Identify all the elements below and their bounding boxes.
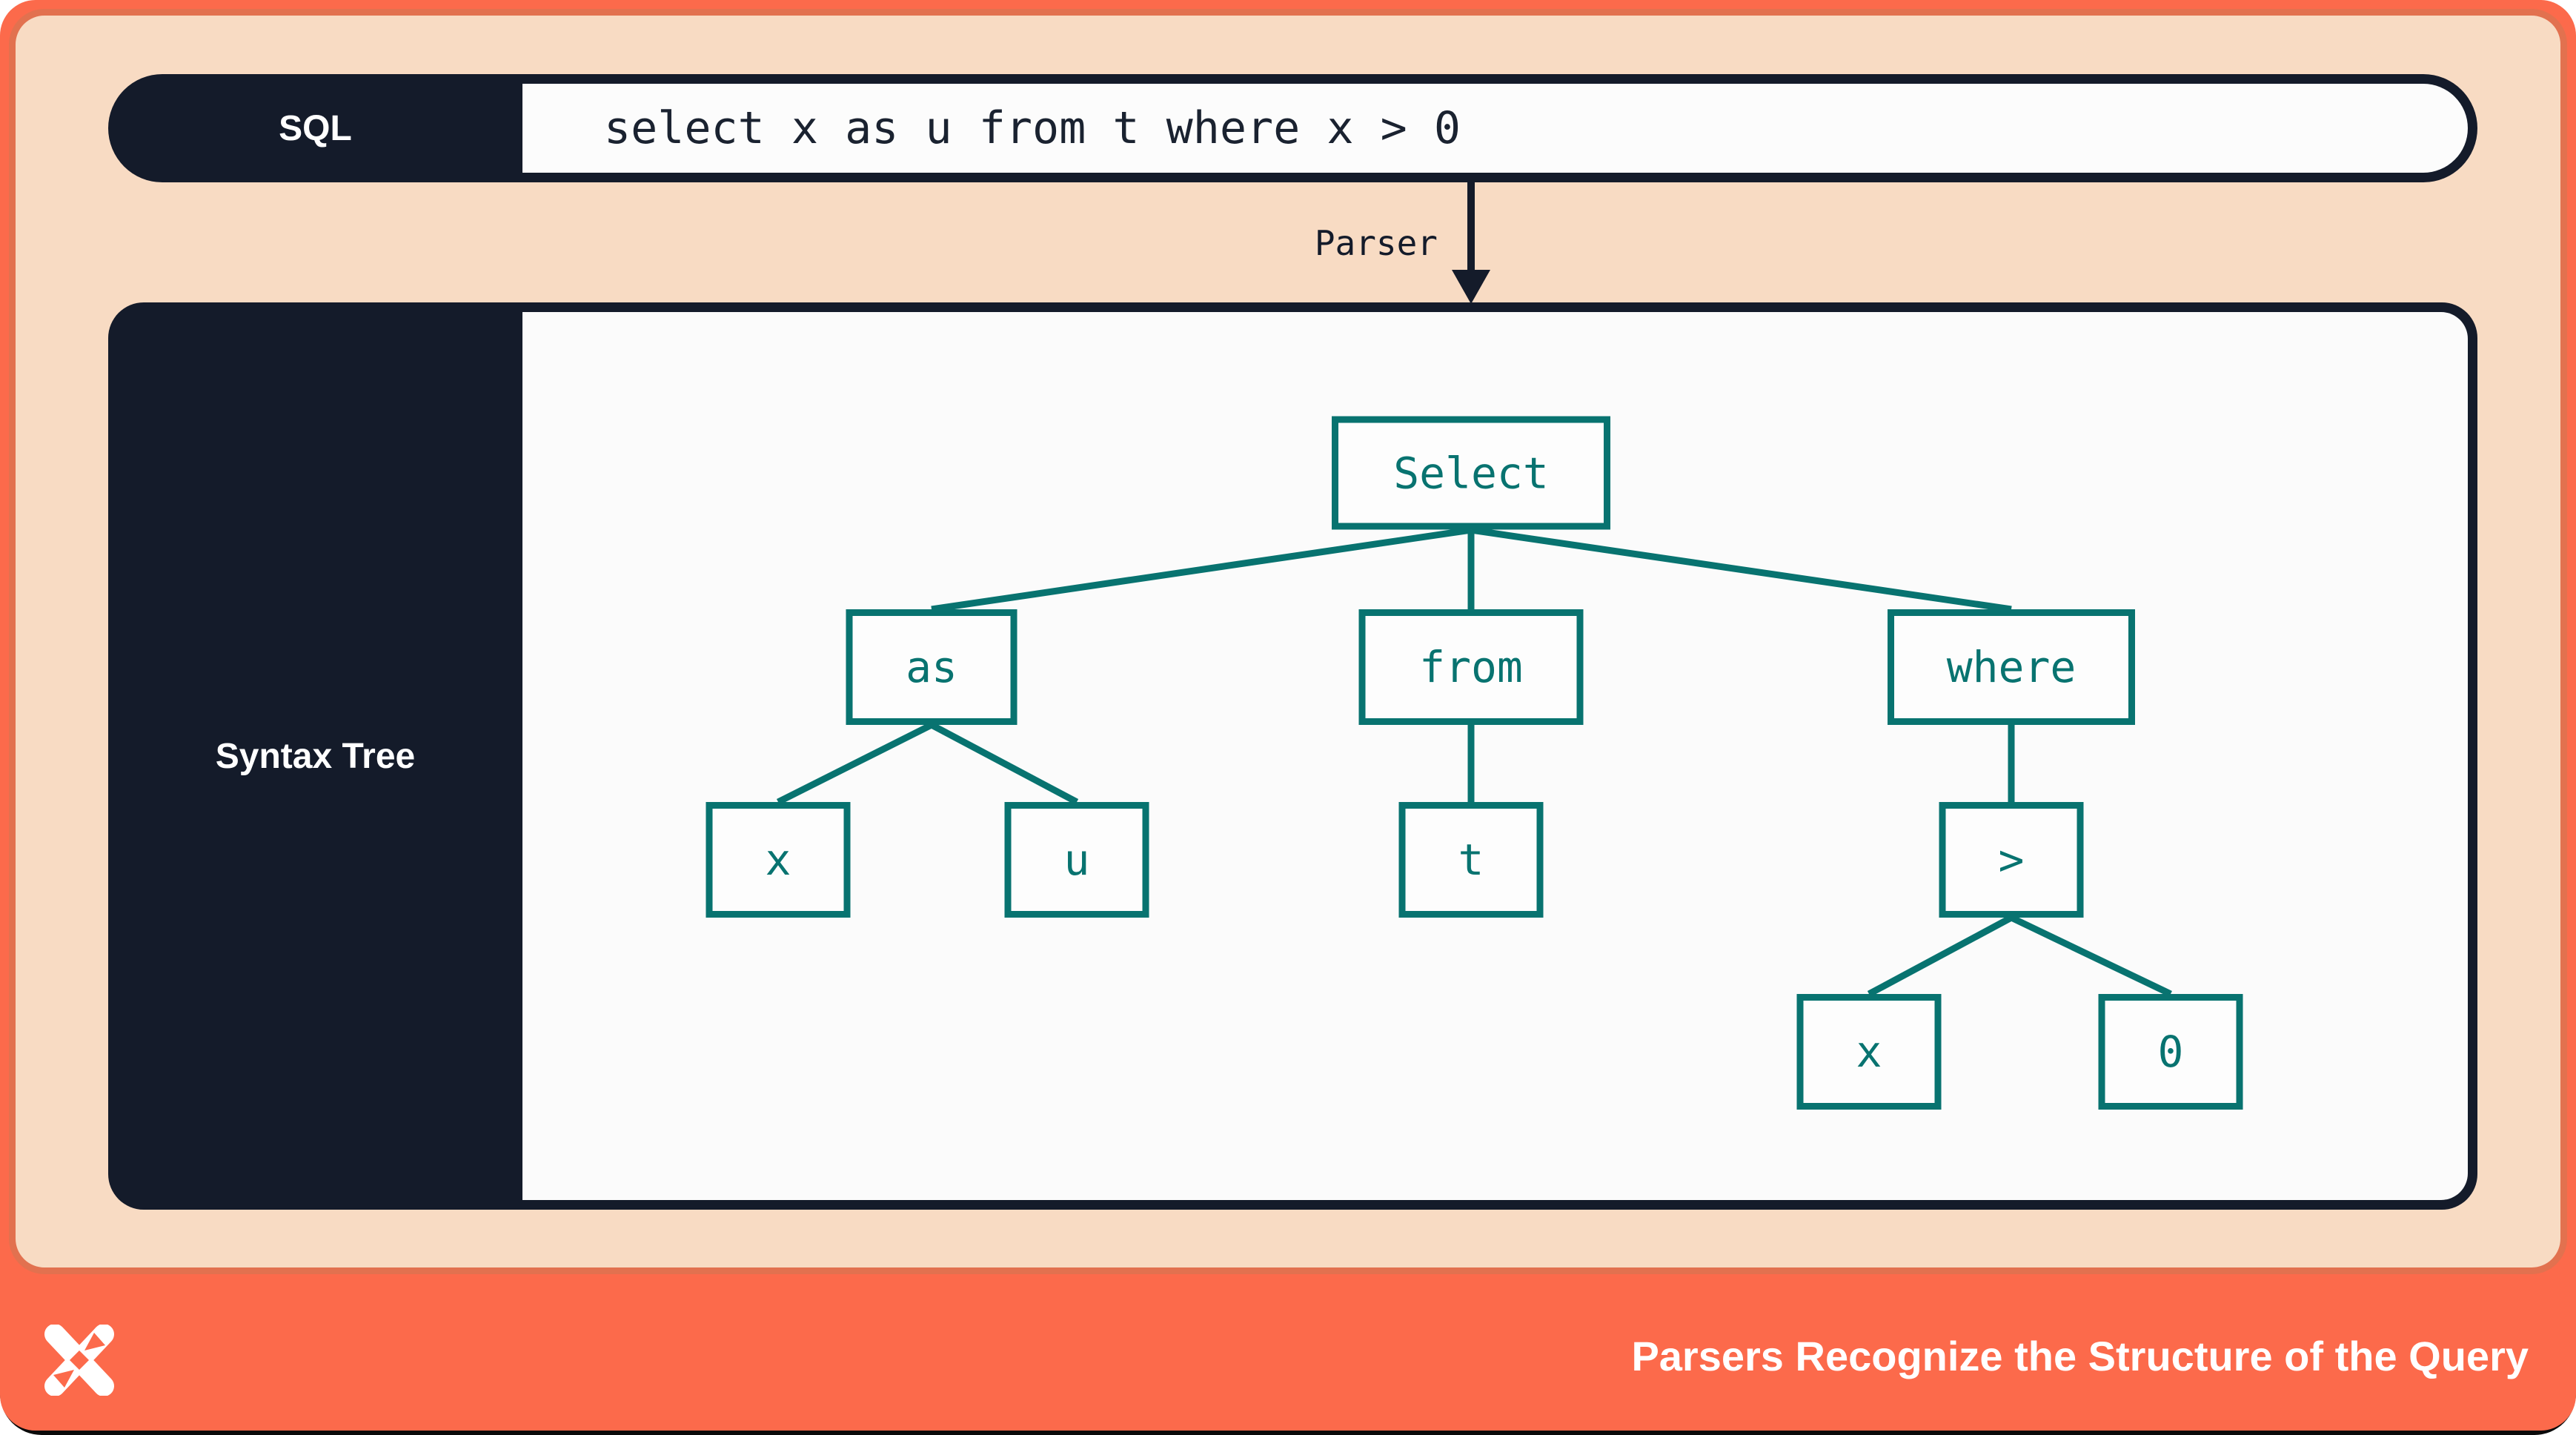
x-pinwheel-logo-icon [44, 1325, 114, 1396]
tree-node-where: where [1888, 609, 2135, 725]
sql-input-bar: SQL select x as u from t where x > 0 [108, 74, 2477, 182]
tree-node-x-under-as: x [706, 802, 851, 918]
tree-node-label: x [1856, 1027, 1882, 1077]
slide-title: Parsers Recognize the Structure of the Q… [1631, 1333, 2529, 1379]
tree-edge-select-where [1470, 526, 2012, 613]
tree-node-label: > [1998, 835, 2025, 885]
tree-node-x-under-gt: x [1796, 994, 1942, 1110]
tree-node-label: t [1458, 835, 1484, 885]
tree-node-select: Select [1332, 416, 1610, 530]
tree-node-label: x [765, 835, 791, 885]
parser-label: Parser [1314, 223, 1438, 263]
tree-node-gt: > [1939, 802, 2084, 918]
tree-edges [776, 526, 2172, 998]
syntax-tree-label: Syntax Tree [215, 736, 416, 776]
tree-node-zero: 0 [2098, 994, 2243, 1110]
tree-node-t: t [1398, 802, 1544, 918]
tree-node-from: from [1358, 609, 1584, 725]
down-arrow-icon [1452, 182, 1490, 304]
tree-node-label: as [906, 642, 957, 692]
tree-node-label: where [1946, 642, 2077, 692]
tree-node-u: u [1004, 802, 1149, 918]
tree-edge-as-x [776, 721, 934, 806]
sql-query-text: select x as u from t where x > 0 [522, 84, 2468, 173]
tree-node-label: u [1063, 835, 1090, 885]
tree-node-label: 0 [2157, 1027, 2184, 1077]
tree-edge-gt-zero [2010, 914, 2172, 998]
tree-edge-select-as [931, 526, 1472, 613]
syntax-tree-panel: Syntax Tree Select as [108, 302, 2477, 1210]
tree-edge-as-u [929, 722, 1079, 805]
tree-edge-gt-x [1867, 915, 2014, 997]
sql-bar-label: SQL [279, 108, 352, 148]
tree-node-label: Select [1393, 448, 1549, 498]
tree-node-as: as [846, 609, 1018, 725]
tree-node-label: from [1419, 642, 1523, 692]
